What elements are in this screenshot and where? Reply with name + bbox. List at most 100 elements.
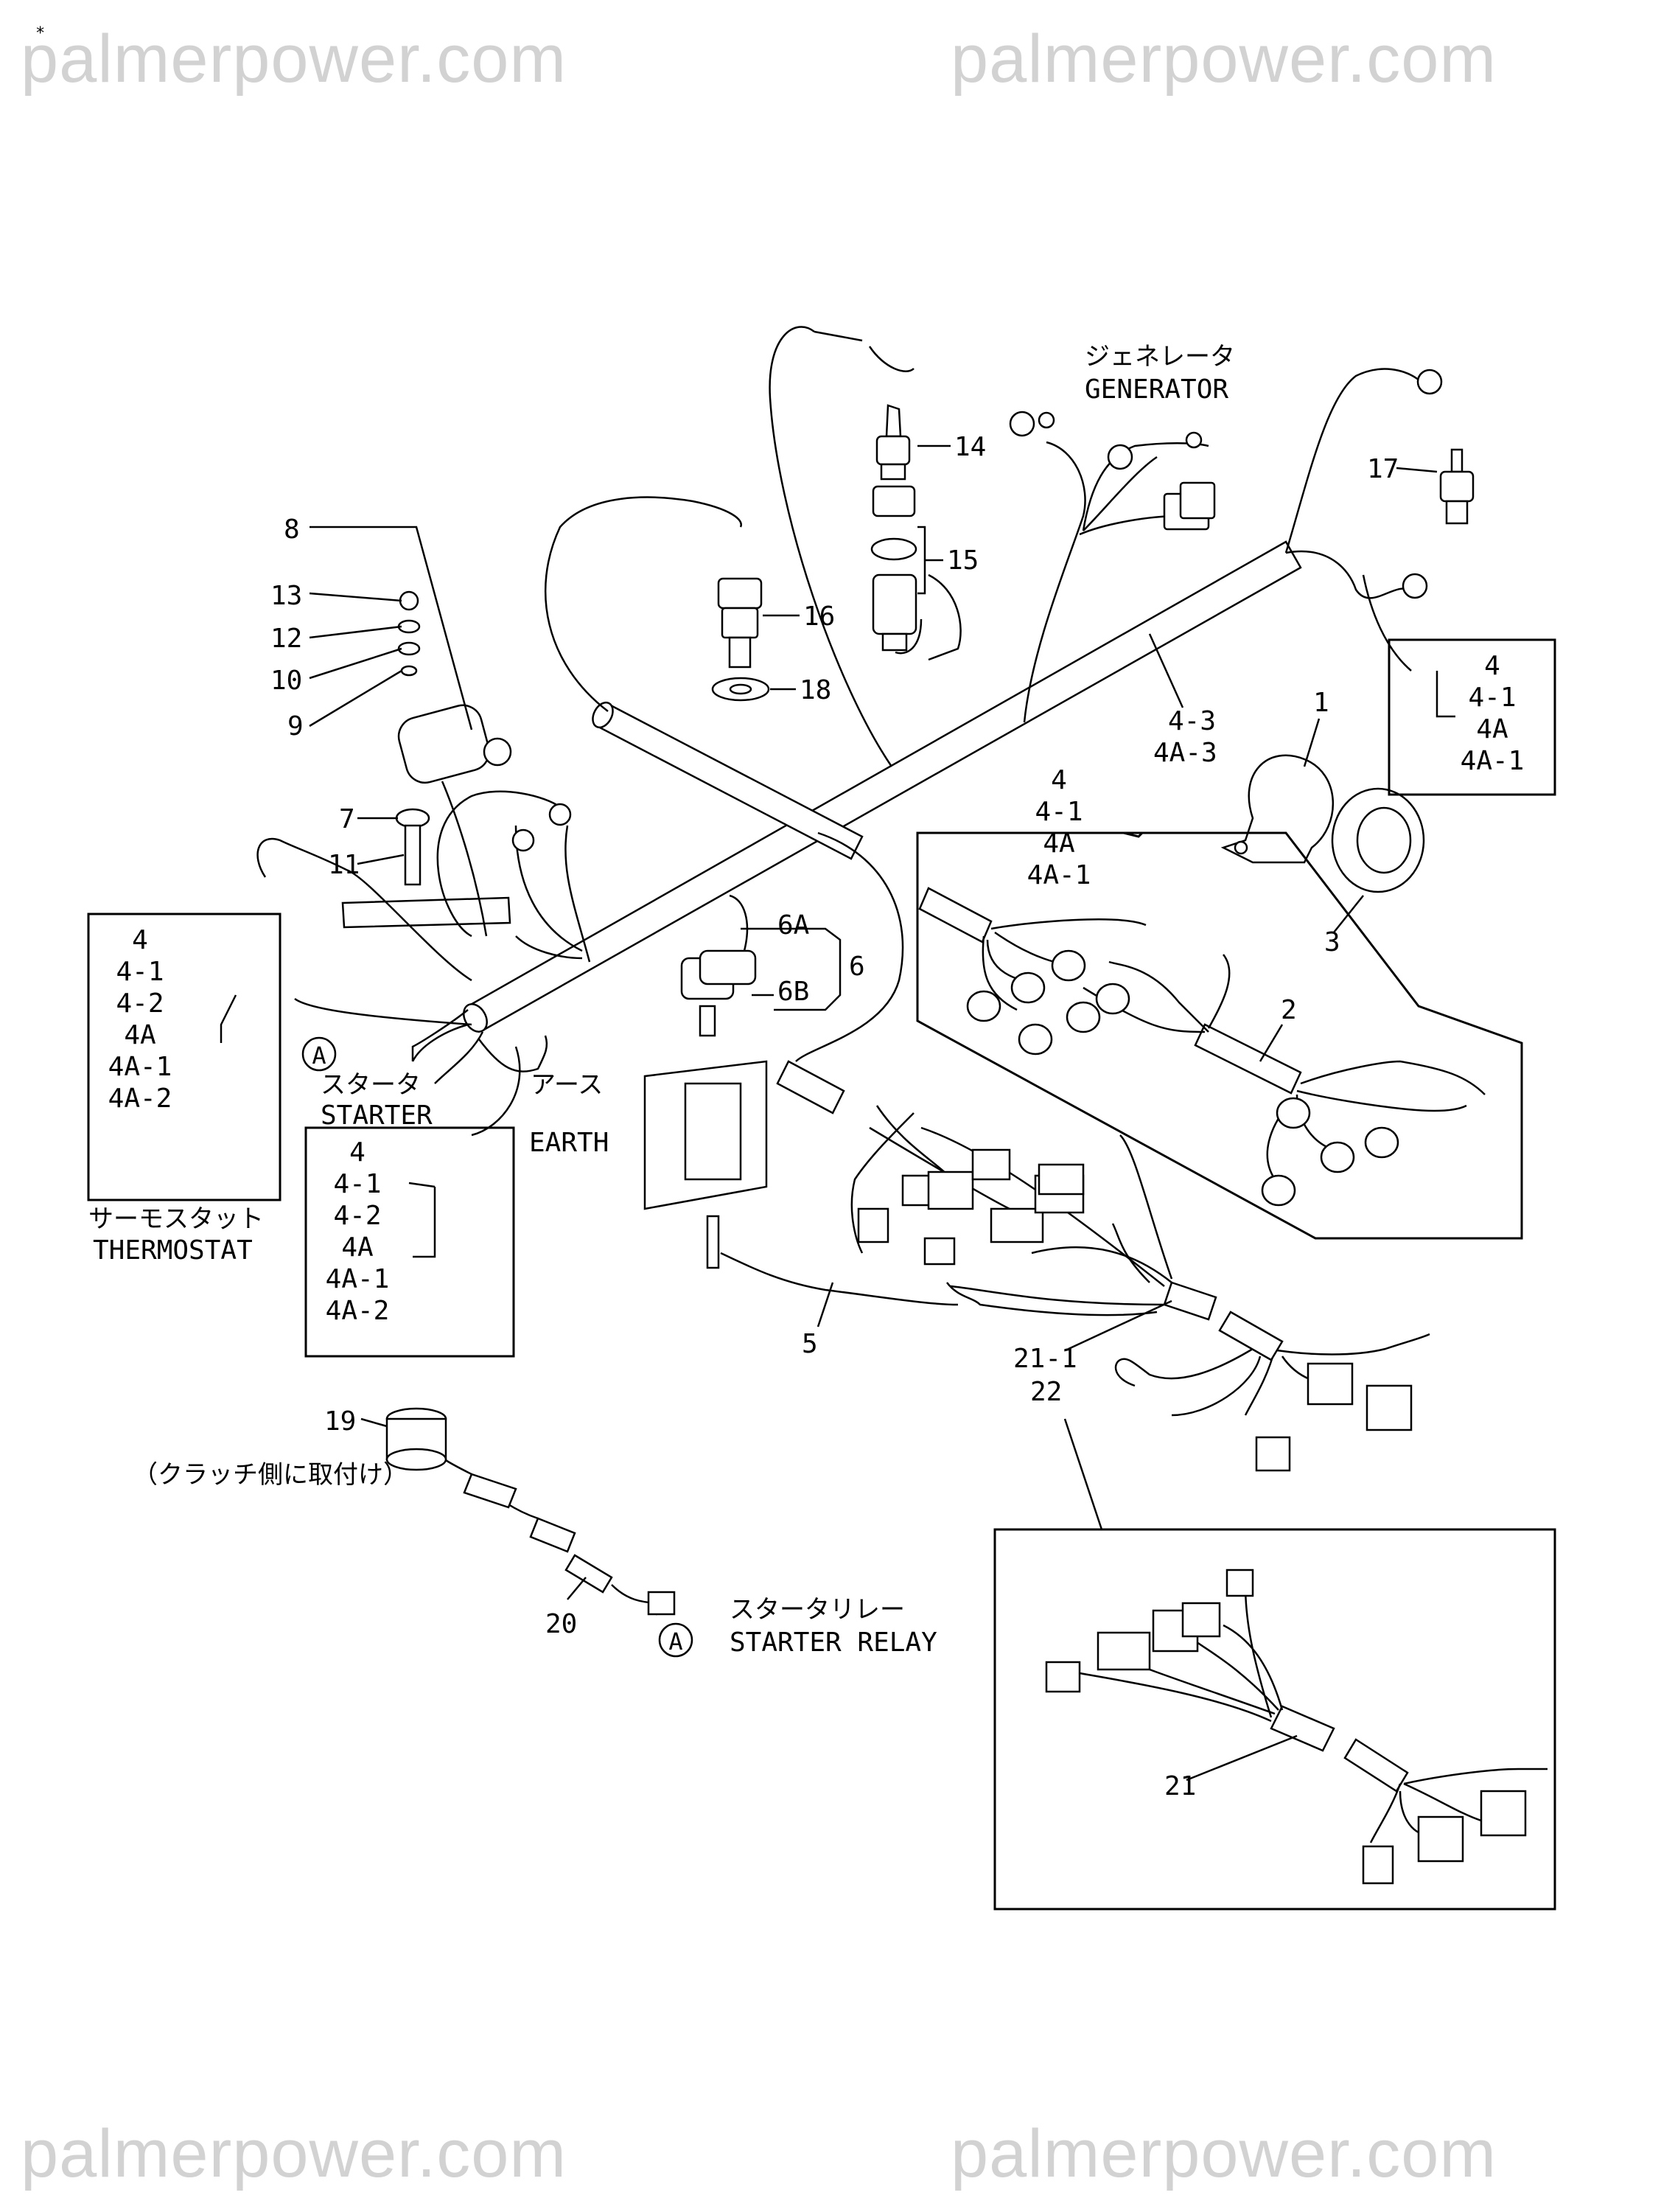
lower-connector-5 <box>1225 1569 1254 1597</box>
label-1: 1 <box>1313 688 1329 718</box>
lower-connector-7 <box>1480 1790 1527 1837</box>
detail-box-outline <box>916 831 1523 1240</box>
solenoid-8 <box>397 704 491 784</box>
part-6-stud <box>699 1005 716 1037</box>
connector-f <box>1038 1163 1085 1196</box>
group-starter-4: 4A-1 <box>326 1264 390 1294</box>
group-center-3: 4A-1 <box>1027 860 1091 890</box>
ref-a-label-relay: A <box>668 1627 682 1655</box>
nut-13 <box>399 590 419 611</box>
sensor-14-tip <box>885 404 902 438</box>
detail-bulb-2 <box>1010 971 1046 1004</box>
part-6 <box>643 949 768 1269</box>
group-left-2: 4-2 <box>116 988 164 1019</box>
group-center-1: 4-1 <box>1035 797 1083 827</box>
label-20: 20 <box>545 1609 577 1639</box>
nut-7 <box>395 808 430 828</box>
earth-en: EARTH <box>529 1128 609 1158</box>
washer-12 <box>397 619 421 634</box>
sensor-group-top <box>711 404 917 702</box>
label-21: 21 <box>1164 1771 1196 1801</box>
sleeve-21-1-lower <box>1218 1311 1284 1361</box>
detail-bulb-7 <box>1320 1141 1355 1173</box>
label-16: 16 <box>803 601 835 632</box>
thermostat-en: THERMOSTAT <box>93 1235 253 1266</box>
group-box-right-top <box>1388 638 1556 796</box>
harness-wires <box>256 326 1430 1616</box>
corner-mark: * <box>35 24 45 43</box>
lower-sleeve-1 <box>1270 1705 1335 1752</box>
group-starter-2: 4-2 <box>333 1201 381 1231</box>
detail-bulb-3 <box>1051 949 1086 982</box>
group-center-labels: 4 4-1 4A 4A-1 <box>1027 765 1091 890</box>
stud-11 <box>404 824 422 886</box>
generator-terminal-1 <box>1009 411 1035 437</box>
label-6: 6 <box>849 952 865 982</box>
group-right-top-3: 4A-1 <box>1461 746 1525 776</box>
label-6A: 6A <box>777 910 810 941</box>
generator-terminal-2 <box>1107 444 1133 470</box>
switch-16-head <box>717 577 763 610</box>
label-11: 11 <box>328 850 360 880</box>
harness-20-sleeve-2 <box>529 1517 576 1553</box>
switch-17-tip <box>1450 448 1464 473</box>
washer-9 <box>400 665 418 677</box>
generator-jp: ジェネレータ <box>1085 342 1235 371</box>
terminal-solenoid-2 <box>548 803 572 826</box>
label-19: 19 <box>324 1406 356 1437</box>
label-3: 3 <box>1324 927 1340 957</box>
solenoid-terminal <box>483 737 512 767</box>
detail-bulb-5 <box>1018 1023 1053 1056</box>
sleeve-21-1-upper <box>1163 1281 1217 1321</box>
washer-10 <box>397 641 421 656</box>
label-4-3: 4-3 <box>1168 706 1216 736</box>
group-starter-labels: 4 4-1 4-2 4A 4A-1 4A-2 <box>326 1137 390 1326</box>
switch-17-thread <box>1445 500 1469 525</box>
harness-cross-end <box>592 701 614 729</box>
group-left-labels: 4 4-1 4-2 4A 4A-1 4A-2 <box>108 925 172 1114</box>
group-starter-1: 4-1 <box>333 1169 381 1199</box>
adapter-15-thread <box>881 632 908 652</box>
label-18: 18 <box>800 675 831 705</box>
detail-sleeve-left <box>918 887 993 943</box>
terminal-top-right-2 <box>1402 573 1428 599</box>
label-7: 7 <box>339 804 355 834</box>
part-6-fins <box>684 1082 742 1181</box>
generator-en: GENERATOR <box>1085 374 1228 405</box>
label-6B: 6B <box>777 977 809 1007</box>
starter-jp: スタータ <box>321 1070 421 1100</box>
harness-20-sleeve-1 <box>463 1473 517 1509</box>
detail-bulb-6 <box>1066 1001 1101 1033</box>
harness-20-sleeve-3 <box>564 1554 613 1594</box>
harness-left-sleeve <box>341 896 511 929</box>
label-9: 9 <box>287 711 304 742</box>
harness-20-connector <box>647 1591 676 1616</box>
group-left-1: 4-1 <box>116 957 164 987</box>
group-right-top-1: 4-1 <box>1468 683 1516 713</box>
group-right-top-2: 4A <box>1476 714 1508 744</box>
washer-15 <box>870 537 917 561</box>
switch-17-body <box>1439 470 1475 503</box>
connector-k <box>1255 1436 1291 1472</box>
connector-h <box>857 1207 889 1243</box>
label-14: 14 <box>954 432 986 462</box>
ref-a-starter: A <box>301 1036 337 1072</box>
lower-sleeve-2 <box>1343 1738 1409 1793</box>
watermark-top-left: palmerpower.com <box>21 21 567 97</box>
group-right-top-labels: 4 4-1 4A 4A-1 <box>1461 651 1525 776</box>
generator-terminal-4 <box>1185 431 1203 449</box>
connector-b <box>927 1170 974 1210</box>
sensor-14-thread <box>880 463 906 481</box>
leader-lines <box>220 444 1455 1782</box>
lower-connector-4 <box>1181 1602 1221 1638</box>
detail-sleeve-right <box>1194 1023 1302 1095</box>
earth-jp: アース <box>531 1070 603 1100</box>
adapter-15-nut <box>872 485 916 517</box>
connector-c <box>971 1148 1011 1181</box>
watermark-top-right: palmerpower.com <box>951 21 1497 97</box>
switch-19-and-harness-20 <box>385 1407 676 1616</box>
label-13: 13 <box>270 581 302 611</box>
connector-d <box>990 1207 1044 1243</box>
group-right-top-0: 4 <box>1484 651 1500 681</box>
